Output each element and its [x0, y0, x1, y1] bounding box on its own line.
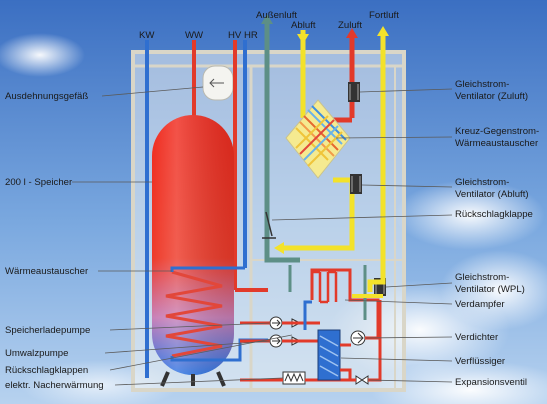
ventilator-wpl-label-1: Gleichstrom-: [455, 272, 510, 283]
verdichter-label: Verdichter: [455, 332, 499, 343]
aussenluft-arrow: [261, 14, 273, 24]
fortluft-duct: [367, 34, 386, 292]
electric-reheater-coil: [284, 372, 304, 383]
rueckschlagklappen-label: Rückschlagklappen: [5, 365, 89, 376]
zuluft-fan-blade: [349, 84, 359, 100]
nacherwaermung-label: elektr. Nacherwärmung: [5, 380, 104, 391]
ventilator-abluft-label-2: Ventilator (Abluft): [455, 189, 529, 200]
pump-lines: [240, 321, 320, 343]
wpl-air-path: [288, 265, 367, 320]
kreuz-label-2: Wärmeaustauscher: [455, 138, 539, 149]
fortluft-arrow: [377, 26, 389, 36]
evaporator-cold: [303, 300, 312, 330]
abluft-return-arrow: [274, 242, 284, 254]
ausdehnungsgefaess-label: Ausdehnungsgefäß: [5, 91, 89, 102]
cloud: [370, 360, 547, 404]
zuluft-label: Zuluft: [338, 20, 362, 31]
aussenluft-duct: [264, 20, 300, 263]
hv-hr-label: HV HR: [228, 30, 258, 41]
umwalzpumpe: [269, 334, 283, 348]
zuluft-arrow: [346, 28, 358, 38]
ww-label: WW: [185, 30, 204, 41]
zuluft-fan: [348, 82, 360, 102]
rueckschlagklappe-label: Rückschlagklappe: [455, 209, 533, 220]
tank-feet: [160, 371, 226, 387]
waermeaustauscher-label: Wärmeaustauscher: [5, 266, 89, 277]
umwalzpumpe-label: Umwalzpumpe: [5, 348, 69, 359]
speicherladepumpe-label: Speicherladepumpe: [5, 325, 91, 336]
aussenluft-label: Außenluft: [256, 10, 298, 21]
speicherladepumpe: [269, 316, 283, 330]
kw-label: KW: [139, 30, 155, 41]
compressor-symbol: [353, 332, 364, 344]
evaporator: [310, 270, 338, 304]
cloud: [0, 33, 85, 77]
condenser-stripes: [319, 335, 339, 377]
rueckschlagklappe-device: [262, 211, 276, 239]
storage-tank-shine: [152, 115, 234, 375]
ventilator-abluft-label-1: Gleichstrom-: [455, 177, 510, 188]
abluft-arrow-top: [297, 34, 309, 44]
verdampfer-label: Verdampfer: [455, 299, 505, 310]
kreuz-label-1: Kreuz-Gegenstrom-: [455, 126, 540, 137]
ventilator-wpl-label-2: Ventilator (WPL): [455, 284, 525, 295]
expansion-vessel-arrow: [209, 78, 224, 88]
tank-coil: [165, 270, 223, 358]
ventilator-zuluft-label-1: Gleichstrom-: [455, 79, 510, 90]
fortluft-label: Fortluft: [369, 10, 399, 21]
abluft-fan: [350, 174, 362, 194]
abluft-return: [284, 177, 355, 251]
cloud: [395, 180, 545, 250]
abluft-fan-blade: [351, 176, 361, 192]
expansionsventil-label: Expansionsventil: [455, 377, 527, 388]
leader-lines: [72, 86, 453, 386]
zuluft-duct: [333, 36, 355, 123]
ventilator-zuluft-label-2: Ventilator (Zuluft): [455, 91, 529, 102]
speicher-label: 200 l - Speicher: [5, 177, 73, 188]
abluft-label: Abluft: [291, 20, 316, 31]
verfluessiger-label: Verflüssiger: [455, 356, 506, 367]
